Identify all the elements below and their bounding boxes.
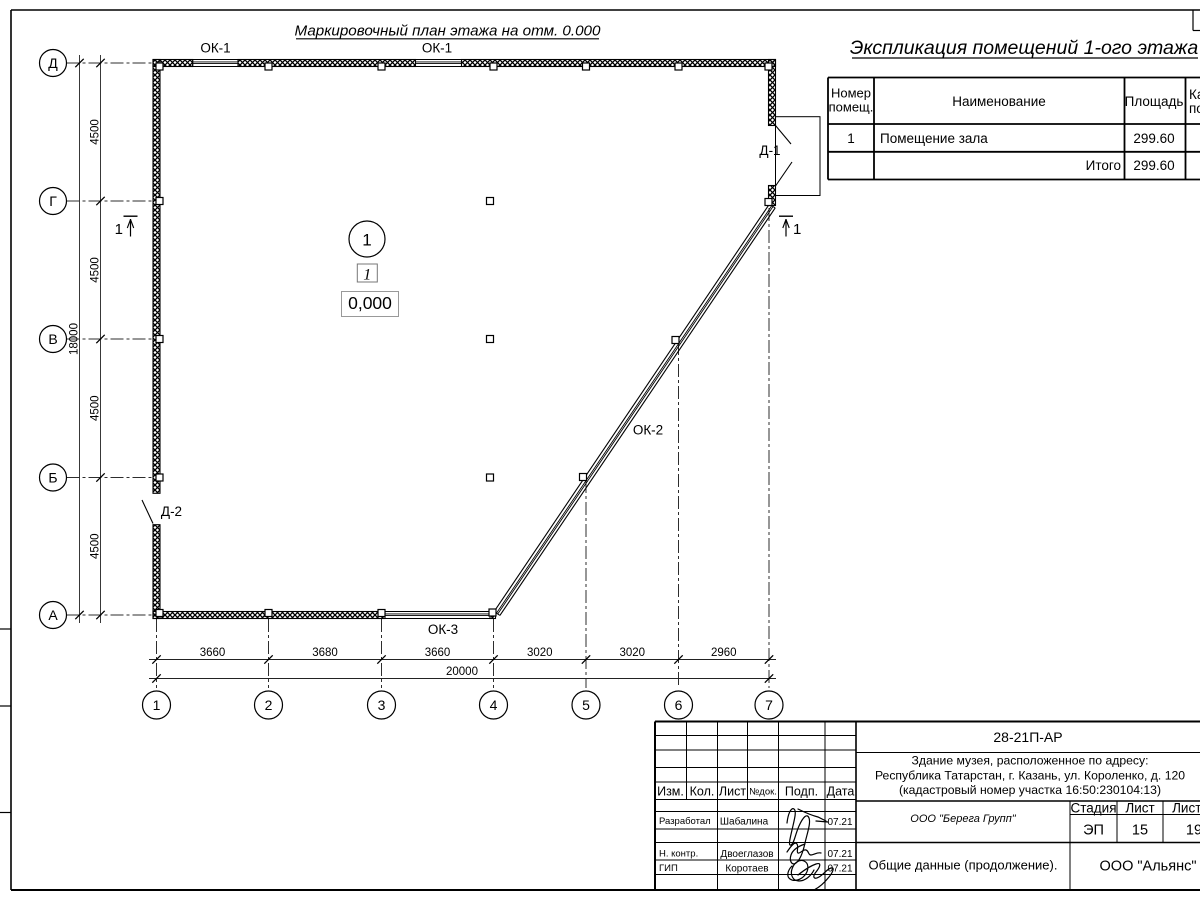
- svg-text:Д: Д: [48, 55, 58, 71]
- svg-text:299.60: 299.60: [1133, 158, 1174, 173]
- svg-text:7: 7: [765, 697, 773, 713]
- svg-text:28-21П-АР: 28-21П-АР: [993, 729, 1062, 745]
- svg-text:3660: 3660: [425, 647, 451, 659]
- svg-text:Наименование: Наименование: [952, 94, 1046, 109]
- svg-text:Площадь: Площадь: [1125, 94, 1184, 109]
- svg-text:Стадия: Стадия: [1070, 801, 1116, 816]
- svg-text:ГИП: ГИП: [659, 863, 678, 874]
- svg-text:1: 1: [362, 231, 371, 250]
- svg-text:ОК-1: ОК-1: [422, 41, 452, 56]
- svg-text:4500: 4500: [90, 119, 102, 145]
- svg-text:Б: Б: [48, 470, 57, 486]
- svg-text:Республика Татарстан, г. Казан: Республика Татарстан, г. Казань, ул. Кор…: [875, 769, 1185, 783]
- svg-text:Дата: Дата: [827, 785, 855, 799]
- svg-text:0,000: 0,000: [348, 293, 392, 313]
- svg-text:Изм.: Изм.: [657, 785, 684, 799]
- svg-text:6: 6: [675, 697, 683, 713]
- svg-text:Коротаев: Коротаев: [725, 864, 768, 875]
- svg-text:Разработал: Разработал: [659, 816, 711, 827]
- svg-text:№док.: №док.: [749, 787, 777, 798]
- svg-text:2: 2: [265, 697, 273, 713]
- svg-text:299.60: 299.60: [1133, 131, 1174, 146]
- svg-text:Кол.: Кол.: [690, 785, 715, 799]
- svg-text:Шабалина: Шабалина: [720, 816, 769, 828]
- svg-text:Лист: Лист: [719, 785, 746, 799]
- svg-text:Н. контр.: Н. контр.: [659, 849, 698, 860]
- svg-text:07.21: 07.21: [827, 817, 852, 828]
- svg-text:Г: Г: [49, 193, 57, 209]
- svg-text:ЭП: ЭП: [1083, 823, 1104, 839]
- svg-text:20000: 20000: [446, 666, 478, 678]
- svg-text:ООО "Берега Групп": ООО "Берега Групп": [910, 813, 1016, 825]
- svg-text:3660: 3660: [200, 647, 226, 659]
- svg-text:Экспликация помещений 1-ого эт: Экспликация помещений 1-ого этажа: [850, 37, 1199, 59]
- svg-text:ОК-1: ОК-1: [200, 41, 230, 56]
- svg-text:Д-2: Д-2: [161, 504, 182, 519]
- svg-text:Помещение зала: Помещение зала: [880, 131, 988, 146]
- svg-text:Лист: Лист: [1125, 801, 1154, 816]
- svg-text:1: 1: [847, 131, 855, 146]
- svg-text:(кадастровый номер участка 16:: (кадастровый номер участка 16:50:230104:…: [899, 783, 1161, 797]
- svg-text:2960: 2960: [711, 647, 737, 659]
- svg-text:Номер: Номер: [831, 86, 871, 101]
- svg-text:Здание музея, расположенное по: Здание музея, расположенное по адресу:: [912, 754, 1149, 768]
- svg-text:1: 1: [115, 221, 123, 238]
- svg-text:4500: 4500: [90, 533, 102, 559]
- svg-text:4500: 4500: [90, 395, 102, 421]
- svg-text:ОК-3: ОК-3: [428, 622, 458, 637]
- svg-text:07.21: 07.21: [827, 864, 852, 875]
- svg-text:19: 19: [1186, 823, 1200, 839]
- svg-text:Д-1: Д-1: [759, 143, 780, 158]
- svg-text:по: по: [1189, 101, 1200, 116]
- svg-text:3020: 3020: [527, 647, 553, 659]
- svg-text:Итого: Итого: [1086, 158, 1121, 173]
- svg-text:1: 1: [153, 697, 161, 713]
- svg-text:Двоеглазов: Двоеглазов: [720, 849, 773, 860]
- svg-text:4500: 4500: [90, 257, 102, 283]
- svg-text:07.21: 07.21: [827, 849, 852, 860]
- svg-text:В: В: [48, 331, 57, 347]
- svg-text:5: 5: [582, 697, 590, 713]
- svg-text:А: А: [48, 607, 58, 623]
- svg-text:18000: 18000: [69, 323, 81, 355]
- svg-text:Листов: Листов: [1172, 801, 1200, 816]
- svg-text:Подп.: Подп.: [785, 785, 818, 799]
- svg-text:Ка: Ка: [1189, 87, 1200, 102]
- svg-text:4: 4: [490, 697, 498, 713]
- svg-text:3: 3: [378, 697, 386, 713]
- svg-text:1: 1: [793, 221, 801, 238]
- svg-text:Маркировочный план этажа на от: Маркировочный план этажа на отм. 0.000: [295, 23, 601, 40]
- svg-text:Общие данные (продолжение).: Общие данные (продолжение).: [869, 858, 1058, 873]
- svg-text:3020: 3020: [619, 647, 645, 659]
- svg-text:15: 15: [1132, 823, 1148, 839]
- svg-text:помещ.: помещ.: [829, 100, 874, 115]
- svg-text:ООО "Альянс": ООО "Альянс": [1100, 859, 1197, 875]
- svg-text:3680: 3680: [312, 647, 338, 659]
- svg-text:1: 1: [363, 267, 371, 284]
- svg-text:ОК-2: ОК-2: [633, 423, 663, 438]
